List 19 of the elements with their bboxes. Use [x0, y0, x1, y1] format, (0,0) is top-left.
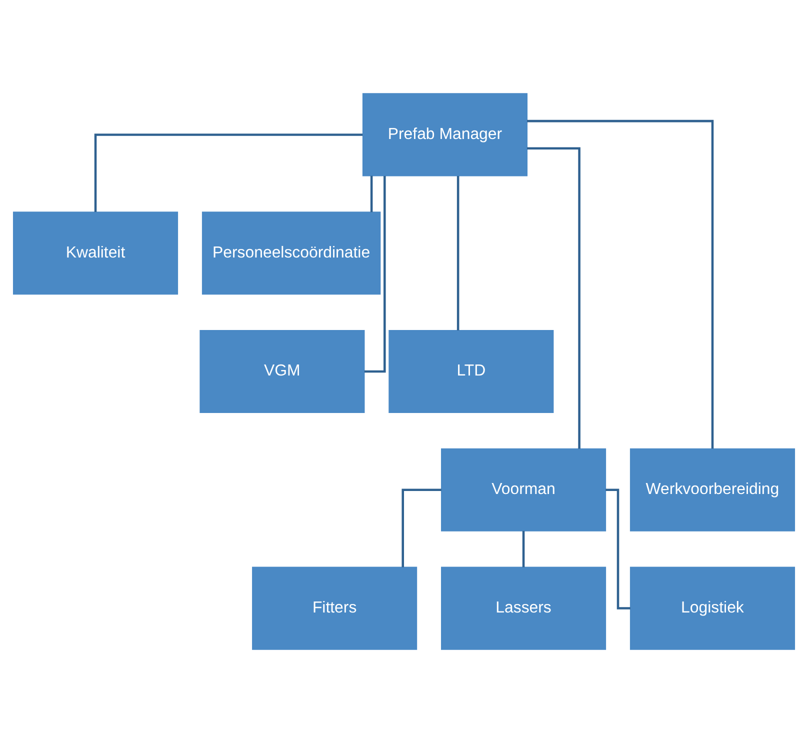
node-box: Prefab Manager [362, 92, 528, 176]
connector [605, 488, 630, 609]
node-box: VGM [199, 329, 364, 413]
node-box: Kwaliteit [12, 211, 178, 294]
connector [456, 175, 459, 330]
connector [94, 133, 362, 212]
connector [526, 146, 580, 448]
node-box: Personeelscoördinatie [201, 211, 380, 294]
connector [526, 119, 714, 448]
node-box: Lassers [440, 566, 606, 650]
connector [364, 175, 386, 372]
connector [370, 175, 372, 212]
node-box: Werkvoorbereiding [629, 448, 795, 531]
connector [522, 530, 524, 567]
connector [401, 488, 441, 567]
node-box: Fitters [252, 566, 417, 650]
node-box: LTD [388, 329, 554, 413]
node-box: Voorman [440, 448, 606, 531]
node-box: Logistiek [629, 566, 795, 650]
